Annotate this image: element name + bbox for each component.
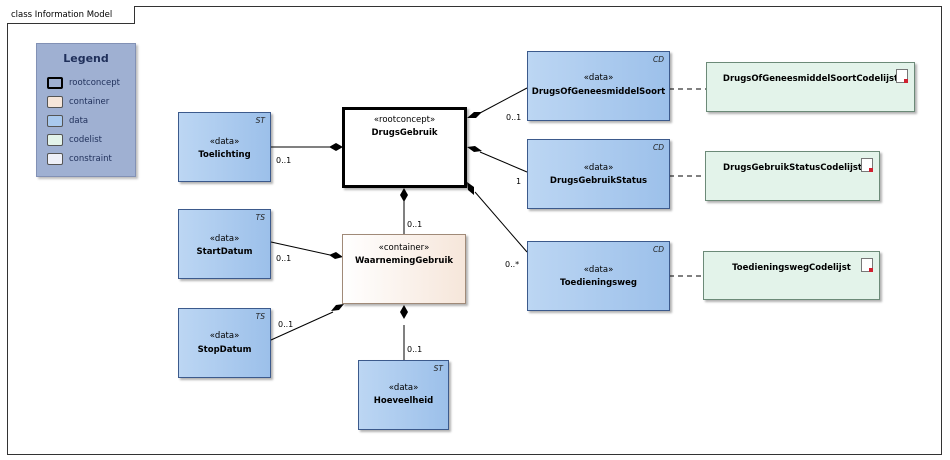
class-tag: ST (255, 116, 265, 125)
legend-item-data: data (47, 114, 88, 128)
diagram-frame (7, 6, 942, 455)
connector-stopdatum (270, 311, 334, 341)
class-toelichting[interactable]: ST «data» Toelichting (178, 112, 271, 182)
class-name: Toelichting (198, 150, 251, 160)
class-name: Toedieningsweg (560, 278, 637, 288)
codelist-name: ToedieningswegCodelijst (732, 263, 851, 273)
legend-swatch (47, 134, 63, 146)
diamond-hoeveelheid (400, 305, 408, 319)
legend-title: Legend (63, 52, 109, 65)
legend-item-container: container (47, 95, 109, 109)
class-stereotype: «data» (583, 163, 614, 173)
codelist-drugsgebruikstatus[interactable]: DrugsGebruikStatusCodelijst (705, 151, 880, 201)
class-drugsgebruikstatus[interactable]: CD «data» DrugsGebruikStatus (527, 139, 670, 209)
class-drugsgebruik[interactable]: «rootconcept» DrugsGebruik (342, 107, 467, 188)
class-toedieningsweg[interactable]: CD «data» Toedieningsweg (527, 241, 670, 311)
class-stereotype: «data» (583, 265, 614, 275)
codelist-name: DrugsOfGeneesmiddelSoortCodelijst (722, 74, 899, 84)
class-tag: CD (652, 55, 664, 64)
legend-item-rootconcept: rootconcept (47, 76, 120, 90)
connector-toedieningsweg (474, 191, 528, 253)
class-stereotype: «data» (388, 383, 419, 393)
connector-startdatum (270, 241, 331, 256)
document-icon (861, 258, 873, 272)
diamond-soort (467, 112, 482, 118)
class-name: DrugsGebruikStatus (549, 176, 648, 186)
class-tag: ST (433, 364, 443, 373)
class-hoeveelheid[interactable]: ST «data» Hoeveelheid (358, 360, 449, 430)
class-tag: CD (652, 143, 664, 152)
legend: Legend rootconcept container data codeli… (36, 43, 136, 177)
class-name: DrugsOfGeneesmiddelSoort (531, 87, 666, 97)
class-stopdatum[interactable]: TS «data» StopDatum (178, 308, 271, 378)
class-name: WaarnemingGebruik (354, 256, 454, 266)
class-name: StartDatum (196, 247, 253, 257)
multiplicity-stopdatum: 0..1 (278, 320, 294, 329)
diamond-stopdatum (331, 304, 344, 311)
codelist-toedieningsweg[interactable]: ToedieningswegCodelijst (703, 251, 880, 300)
legend-item-codelist: codelist (47, 133, 102, 147)
diamond-toelichting (329, 143, 343, 151)
class-stereotype: «rootconcept» (373, 115, 436, 125)
class-waarneminggebruik[interactable]: «container» WaarnemingGebruik (342, 234, 466, 304)
diamond-startdatum (329, 252, 343, 259)
document-icon (861, 158, 873, 172)
diamond-status (467, 146, 482, 152)
class-tag: CD (652, 245, 664, 254)
class-tag: TS (255, 312, 265, 321)
connector-status (479, 151, 528, 173)
multiplicity-startdatum: 0..1 (276, 254, 292, 263)
class-tag: TS (255, 213, 265, 222)
class-stereotype: «data» (583, 73, 614, 83)
frame-title: class Information Model (7, 6, 136, 24)
class-stereotype: «data» (209, 234, 240, 244)
class-startdatum[interactable]: TS «data» StartDatum (178, 209, 271, 279)
multiplicity-waarneming: 0..1 (407, 220, 423, 229)
multiplicity-status: 1 (516, 177, 522, 186)
multiplicity-toedieningsweg: 0..* (505, 260, 520, 269)
diamond-waarneming (400, 188, 408, 202)
legend-swatch (47, 153, 63, 165)
codelist-name: DrugsGebruikStatusCodelijst (723, 163, 862, 173)
multiplicity-hoeveelheid: 0..1 (407, 345, 423, 354)
class-name: Hoeveelheid (373, 396, 434, 406)
legend-item-constraint: constraint (47, 152, 112, 166)
connector-soort (479, 87, 528, 114)
multiplicity-soort: 0..1 (506, 113, 522, 122)
class-name: DrugsGebruik (371, 128, 438, 138)
document-icon (896, 69, 908, 83)
class-name: StopDatum (197, 345, 252, 355)
multiplicity-toelichting: 0..1 (276, 156, 292, 165)
class-drugsofgeneesmiddelsoort[interactable]: CD «data» DrugsOfGeneesmiddelSoort (527, 51, 670, 121)
legend-swatch (47, 96, 63, 108)
class-stereotype: «data» (209, 137, 240, 147)
class-stereotype: «data» (209, 331, 240, 341)
legend-swatch (47, 115, 63, 127)
legend-swatch (47, 77, 63, 89)
diamond-toedieningsweg (467, 182, 474, 195)
class-stereotype: «container» (378, 243, 430, 253)
codelist-drugsofgeneesmiddelsoort[interactable]: DrugsOfGeneesmiddelSoortCodelijst (706, 62, 915, 112)
